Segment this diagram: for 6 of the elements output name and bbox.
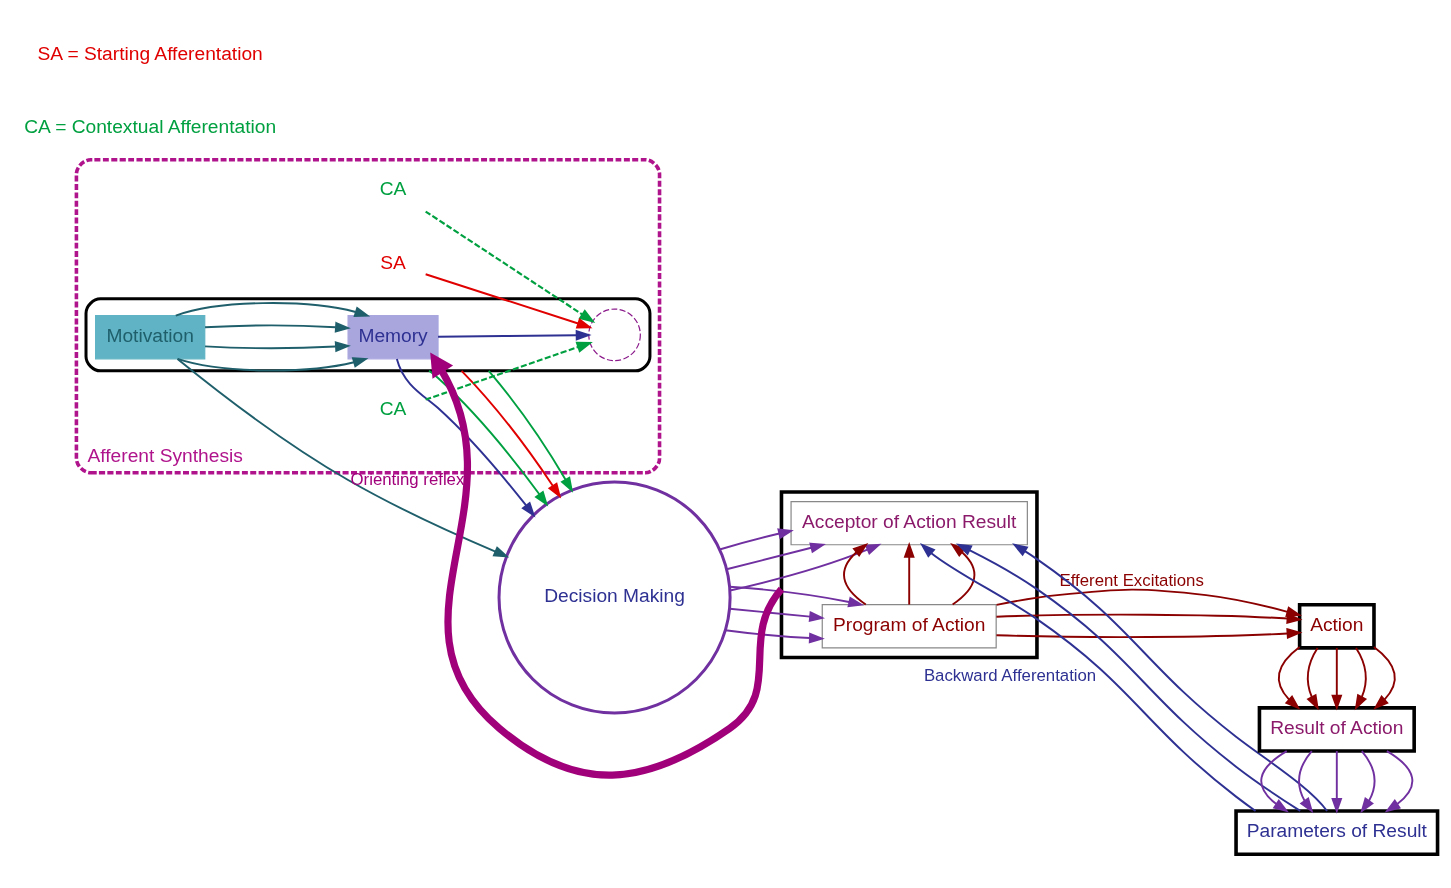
node-text: CA [379, 397, 407, 419]
edge-label: Backward Afferentation [923, 665, 1097, 685]
node-text: CA [379, 178, 407, 200]
node-text: SA [380, 251, 406, 273]
label: CA = Contextual Afferentation [24, 116, 277, 138]
label: SA = Starting Afferentation [37, 42, 263, 64]
